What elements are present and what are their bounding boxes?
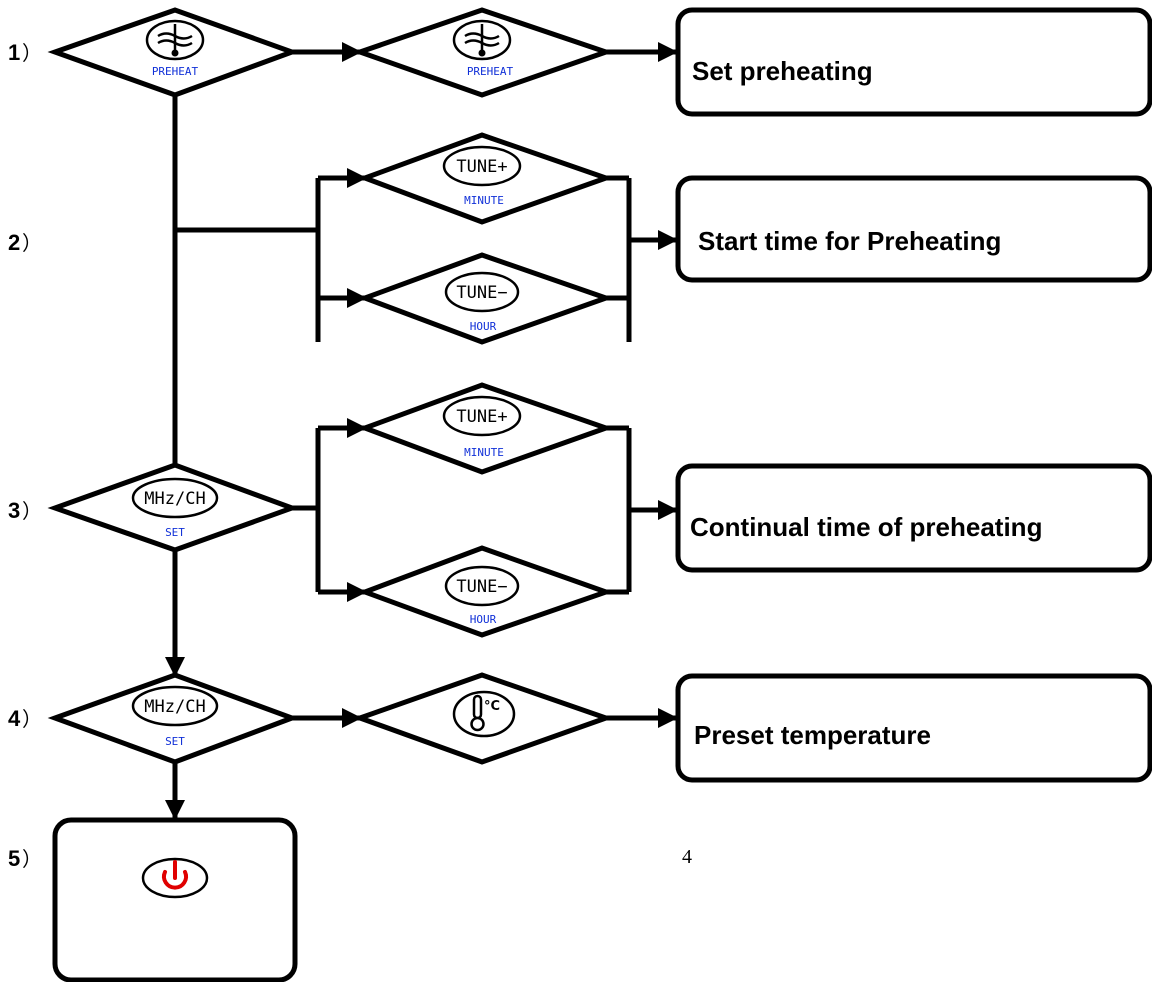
step-2-paren: ） [22, 231, 42, 255]
mhz-ch-label: MHz/CH [144, 697, 205, 717]
tune-plus-sub-label: MINUTE [464, 194, 504, 207]
result-text-step-3: Continual time of preheating [690, 512, 1042, 542]
step-4-set-decision[interactable]: MHz/CH SET [47, 672, 300, 765]
preheat-icon [464, 24, 500, 57]
result-text-step-2: Start time for Preheating [698, 226, 1001, 256]
tune-plus-label: TUNE+ [456, 157, 507, 177]
tune-minus-label: TUNE− [456, 283, 507, 303]
page-number: 4 [682, 846, 692, 868]
step-2-number: 2 [8, 230, 20, 255]
result-text-step-4: Preset temperature [694, 720, 931, 750]
preheat-sub-label: PREHEAT [467, 65, 514, 78]
tune-minus-sub-label: HOUR [470, 613, 497, 626]
step-2-tune-minus-button[interactable]: TUNE− HOUR [357, 252, 614, 345]
tune-minus-sub-label: HOUR [470, 320, 497, 333]
result-box-step-4: Preset temperature [675, 673, 1152, 783]
step-5-number: 5 [8, 846, 20, 871]
step-3-tune-minus-button[interactable]: TUNE− HOUR [357, 545, 614, 638]
tune-plus-label: TUNE+ [456, 407, 507, 427]
step-1-paren: ） [22, 41, 42, 65]
step-1-preheat-button[interactable]: PREHEAT [352, 7, 614, 98]
step-2-tune-plus-button[interactable]: TUNE+ MINUTE [357, 132, 614, 225]
step-1-preheat-decision: PREHEAT [47, 7, 300, 98]
step-3-tune-plus-button[interactable]: TUNE+ MINUTE [357, 382, 614, 475]
step-labels: 1 ） 2 ） 3 ） 4 ） 5 ） [8, 40, 42, 871]
mhz-ch-label: MHz/CH [144, 489, 205, 509]
tune-plus-sub-label: MINUTE [464, 446, 504, 459]
result-box-step-2: Start time for Preheating [675, 175, 1152, 283]
step-3-paren: ） [22, 499, 42, 523]
thermometer-celsius-icon: °C [470, 694, 500, 732]
celsius-unit: °C [484, 699, 500, 714]
step-1-number: 1 [8, 40, 20, 65]
set-sub-label: SET [165, 735, 185, 748]
preheat-sub-label: PREHEAT [152, 65, 199, 78]
step-3-number: 3 [8, 498, 20, 523]
preheat-icon [157, 24, 193, 57]
connectors [165, 42, 678, 820]
tune-minus-label: TUNE− [456, 577, 507, 597]
step-3-set-decision[interactable]: MHz/CH SET [47, 462, 300, 553]
step-4-temperature-button[interactable]: °C [352, 672, 614, 765]
step-5-paren: ） [22, 847, 42, 871]
step-4-paren: ） [22, 707, 42, 731]
set-sub-label: SET [165, 526, 185, 539]
result-box-step-1: Set preheating [675, 7, 1152, 117]
step-4-number: 4 [8, 706, 21, 731]
step-5-power-box[interactable] [52, 817, 298, 982]
result-text-step-1: Set preheating [692, 56, 873, 86]
power-icon [162, 860, 188, 890]
result-box-step-3: Continual time of preheating [675, 463, 1152, 573]
